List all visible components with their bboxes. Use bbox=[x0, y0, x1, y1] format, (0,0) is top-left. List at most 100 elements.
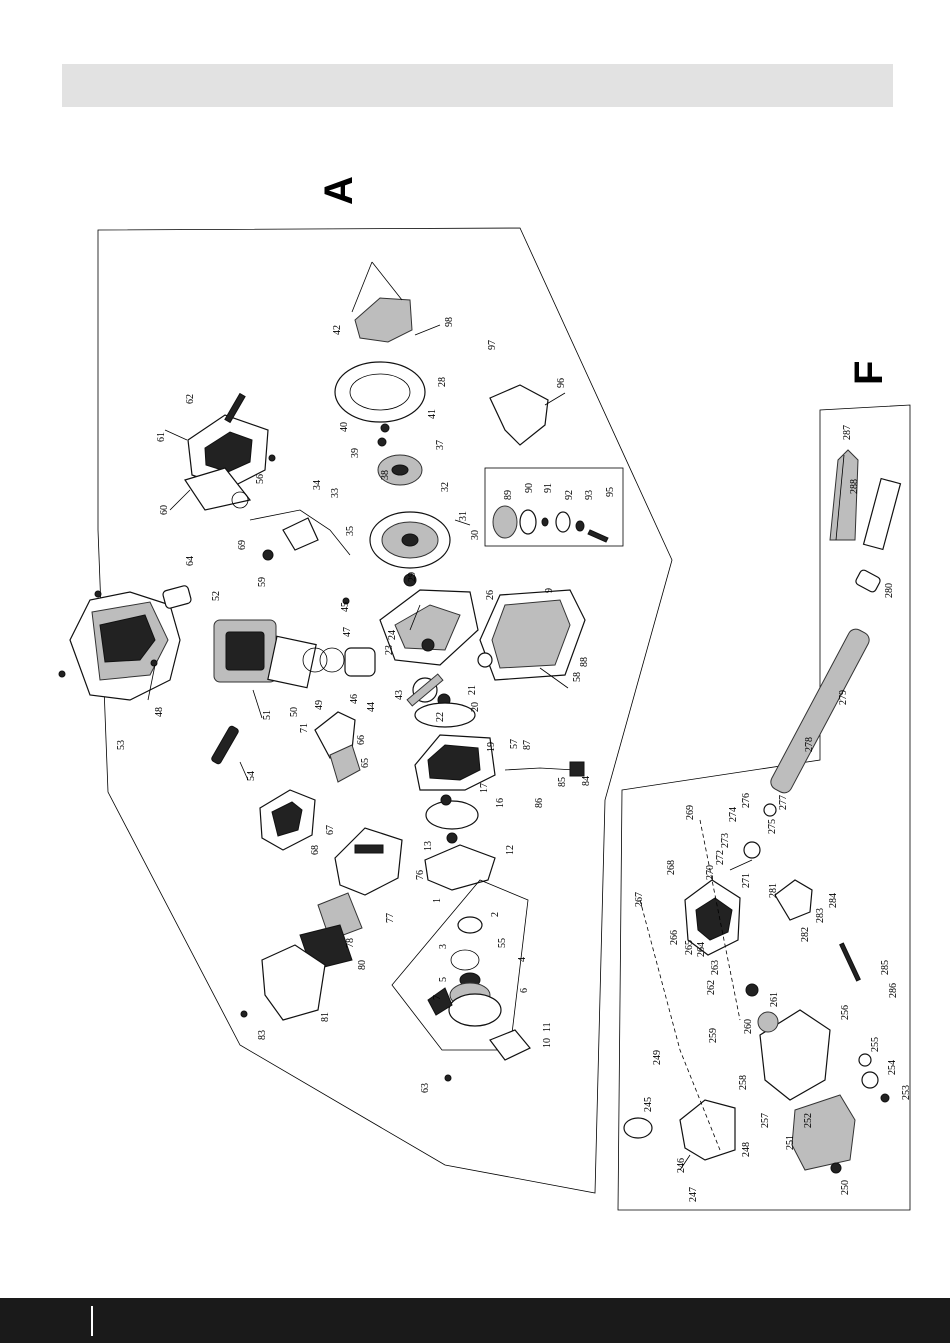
spark-plug-part bbox=[211, 725, 239, 765]
svg-text:61: 61 bbox=[156, 432, 167, 442]
footer-bar bbox=[0, 1298, 950, 1343]
svg-text:249: 249 bbox=[652, 1050, 663, 1065]
svg-text:24: 24 bbox=[387, 630, 398, 640]
starter-box-outline bbox=[391, 879, 529, 1051]
svg-text:71: 71 bbox=[299, 723, 310, 733]
svg-text:83: 83 bbox=[257, 1030, 268, 1040]
clutch-part bbox=[377, 454, 423, 486]
svg-text:247: 247 bbox=[688, 1187, 699, 1202]
section-f-outline bbox=[617, 404, 911, 1211]
svg-text:1: 1 bbox=[432, 898, 443, 903]
starter-handle-part bbox=[489, 1029, 531, 1061]
cylinder-part bbox=[213, 619, 277, 683]
engine-shroud-part bbox=[69, 591, 181, 701]
nut-58-part bbox=[262, 549, 274, 561]
svg-text:47: 47 bbox=[342, 627, 353, 637]
throttle-cable-part bbox=[249, 509, 351, 556]
flywheel-part bbox=[369, 511, 451, 569]
clutch-detail-box bbox=[484, 467, 624, 547]
svg-text:23: 23 bbox=[384, 645, 395, 655]
clutch-detail-parts bbox=[492, 505, 609, 543]
svg-text:90: 90 bbox=[524, 483, 535, 493]
svg-text:84: 84 bbox=[581, 776, 592, 786]
svg-text:60: 60 bbox=[159, 505, 170, 515]
svg-text:281: 281 bbox=[768, 883, 779, 898]
filter-pin-part bbox=[224, 392, 246, 424]
svg-text:266: 266 bbox=[669, 930, 680, 945]
gearhead-part bbox=[684, 803, 777, 956]
svg-text:12: 12 bbox=[505, 845, 516, 855]
svg-text:31: 31 bbox=[458, 511, 469, 521]
svg-text:69: 69 bbox=[237, 540, 248, 550]
svg-text:2: 2 bbox=[490, 912, 501, 917]
leader-lines bbox=[147, 261, 753, 1171]
svg-text:285: 285 bbox=[880, 960, 891, 975]
svg-text:6: 6 bbox=[519, 988, 530, 993]
svg-text:260: 260 bbox=[743, 1019, 754, 1034]
svg-text:80: 80 bbox=[357, 960, 368, 970]
crank-cover-part bbox=[414, 734, 496, 791]
svg-text:275: 275 bbox=[767, 819, 778, 834]
svg-text:55: 55 bbox=[497, 938, 508, 948]
svg-text:98: 98 bbox=[444, 317, 455, 327]
svg-text:10: 10 bbox=[542, 1038, 553, 1048]
svg-text:258: 258 bbox=[738, 1075, 749, 1090]
svg-text:256: 256 bbox=[840, 1005, 851, 1020]
gasket-12-part bbox=[424, 844, 496, 891]
svg-text:65: 65 bbox=[360, 758, 371, 768]
svg-text:20: 20 bbox=[470, 702, 481, 712]
svg-text:259: 259 bbox=[708, 1028, 719, 1043]
svg-text:16: 16 bbox=[495, 798, 506, 808]
svg-text:22: 22 bbox=[435, 712, 446, 722]
nut-part-2 bbox=[380, 423, 390, 433]
bearing-part-2 bbox=[421, 638, 435, 652]
svg-text:264: 264 bbox=[696, 942, 707, 957]
footer-divider bbox=[91, 1306, 93, 1336]
svg-text:5: 5 bbox=[438, 977, 449, 982]
svg-text:57: 57 bbox=[509, 739, 520, 749]
piston-part bbox=[344, 647, 376, 677]
nut-part bbox=[377, 437, 387, 447]
svg-text:95: 95 bbox=[605, 487, 616, 497]
header-bar bbox=[62, 64, 893, 107]
svg-text:89: 89 bbox=[503, 490, 514, 500]
svg-text:34: 34 bbox=[312, 480, 323, 490]
svg-text:3: 3 bbox=[438, 944, 449, 949]
screw-62-part bbox=[444, 1074, 452, 1082]
svg-text:9: 9 bbox=[544, 588, 555, 593]
svg-text:43: 43 bbox=[394, 690, 405, 700]
svg-text:37: 37 bbox=[435, 440, 446, 450]
piston-rings-part bbox=[302, 647, 345, 673]
svg-text:279: 279 bbox=[838, 690, 849, 705]
svg-text:274: 274 bbox=[728, 807, 739, 822]
clutch-cover-part bbox=[334, 361, 426, 423]
svg-text:255: 255 bbox=[870, 1037, 881, 1052]
svg-text:251: 251 bbox=[785, 1135, 796, 1150]
seal-13-part bbox=[446, 832, 458, 844]
svg-text:38: 38 bbox=[380, 470, 391, 480]
svg-text:30: 30 bbox=[470, 530, 481, 540]
filter-cover-part bbox=[261, 944, 326, 1021]
svg-text:257: 257 bbox=[760, 1113, 771, 1128]
nut-250-part bbox=[830, 1162, 842, 1174]
svg-text:287: 287 bbox=[842, 425, 853, 440]
svg-text:53: 53 bbox=[116, 740, 127, 750]
svg-text:26: 26 bbox=[485, 590, 496, 600]
svg-text:246: 246 bbox=[676, 1158, 687, 1173]
bolt-284-part bbox=[839, 942, 861, 982]
svg-text:284: 284 bbox=[828, 893, 839, 908]
svg-text:52: 52 bbox=[211, 591, 222, 601]
washer-part bbox=[403, 573, 417, 587]
svg-text:66: 66 bbox=[356, 735, 367, 745]
svg-text:93: 93 bbox=[584, 490, 595, 500]
part-labels-a: 1 2 3 4 5 6 7 9 10 11 12 13 16 17 19 20 … bbox=[116, 317, 616, 1093]
svg-text:270: 270 bbox=[705, 865, 716, 880]
svg-text:54: 54 bbox=[246, 771, 257, 781]
svg-text:286: 286 bbox=[888, 983, 899, 998]
svg-text:269: 269 bbox=[685, 805, 696, 820]
drive-shaft-part bbox=[770, 569, 881, 794]
svg-text:276: 276 bbox=[741, 793, 752, 808]
svg-text:7: 7 bbox=[432, 995, 443, 1000]
fuel-filter-part bbox=[569, 761, 585, 777]
